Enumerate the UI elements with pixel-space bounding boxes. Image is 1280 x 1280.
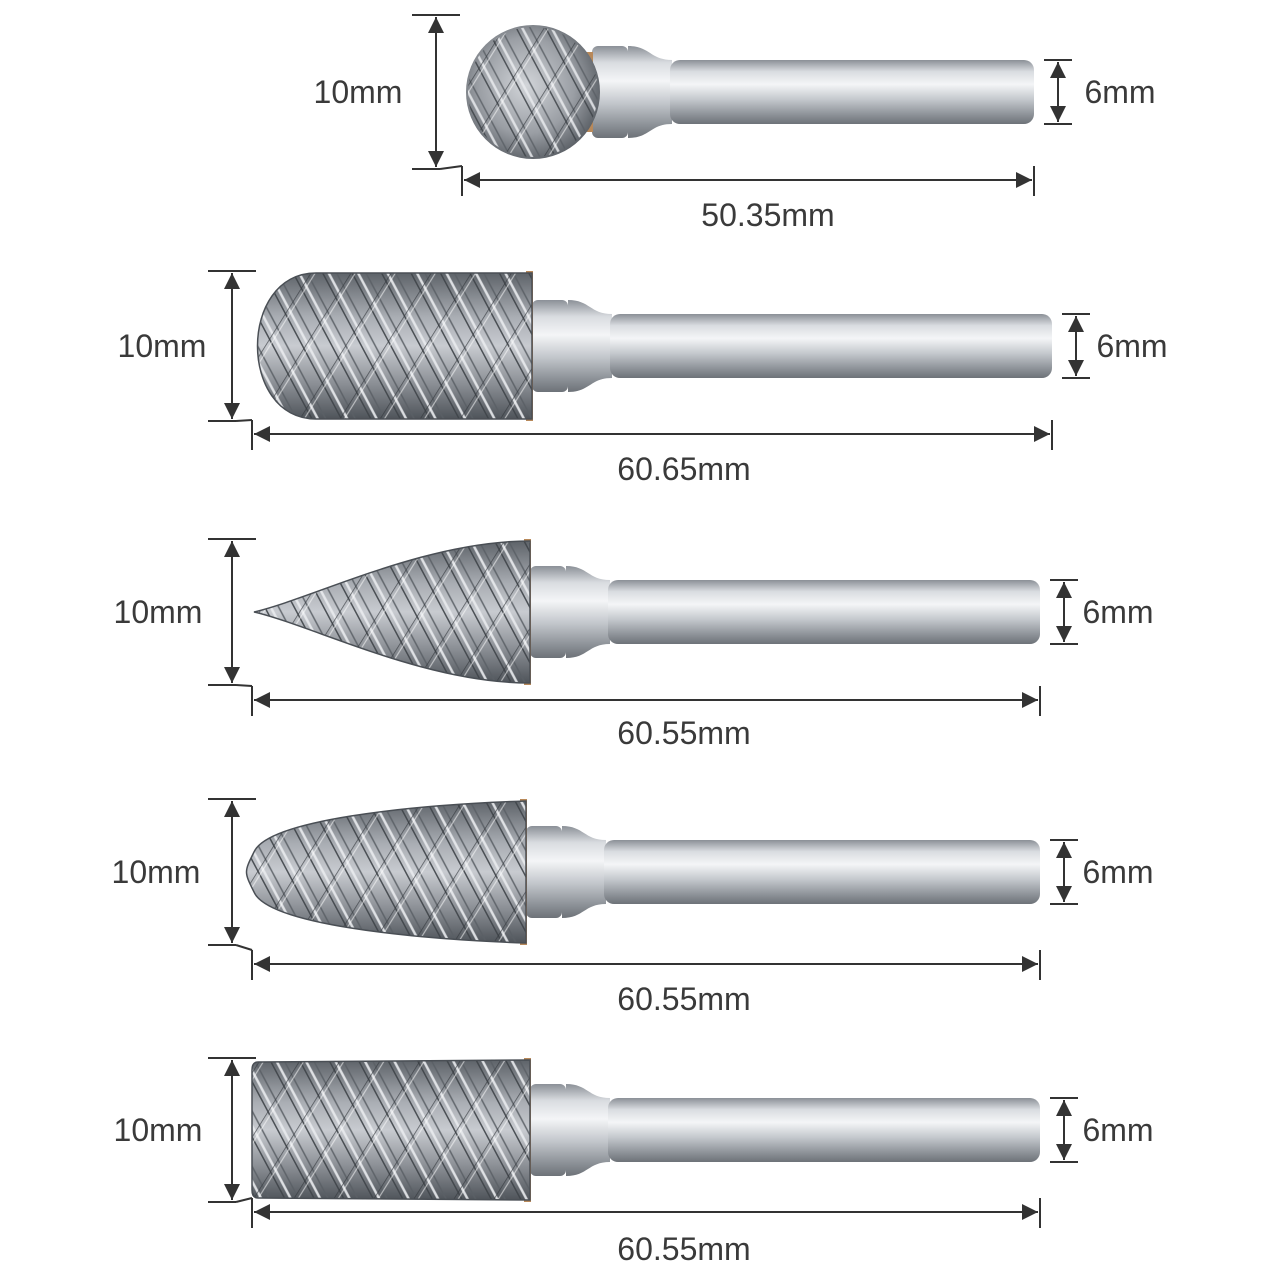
head-diameter-label: 10mm [118,328,207,364]
burr-pointed-tree: 10mm 6mm 60.55mm [114,538,1154,751]
shank [608,1098,1040,1162]
burr-cylinder-ball-nose: 10mm 6mm 60.65mm [118,270,1168,487]
cutting-head-teeth-cross [254,541,530,683]
neck-taper [568,300,612,392]
total-length-label: 60.55mm [617,715,750,751]
cutting-head-teeth-cross [252,1060,530,1200]
neck-taper [562,826,606,918]
cutting-head-teeth-cross [246,801,526,943]
total-length-label: 60.55mm [617,981,750,1017]
collar [530,566,566,658]
cutting-head-outline [253,540,531,684]
total-length-label: 50.35mm [701,197,834,233]
burr-cylinder: 10mm 6mm 60.55mm [114,1057,1154,1267]
cutting-head-outline [245,800,527,944]
shank [670,60,1034,124]
head-diameter-label: 10mm [314,74,403,110]
shank-diameter-label: 6mm [1096,328,1167,364]
neck-taper [628,46,672,138]
collar [526,826,562,918]
head-diameter-label: 10mm [114,594,203,630]
length-dim-connector [235,684,253,687]
shank-diameter-label: 6mm [1082,854,1153,890]
cutting-head-teeth-cross [257,273,532,419]
length-dim-connector [439,165,463,170]
shank-diameter-label: 6mm [1084,74,1155,110]
neck-taper [566,1084,610,1176]
cutting-head-outline [251,1059,531,1201]
shank [610,314,1052,378]
burr-ball: 10mm 6mm 50.35mm [314,14,1156,233]
length-dim-connector [235,1197,253,1203]
collar [530,1084,566,1176]
total-length-label: 60.65mm [617,451,750,487]
ball-head-teeth-cross [468,27,598,157]
total-length-label: 60.55mm [617,1231,750,1267]
burr-tree-radius-end: 10mm 6mm 60.55mm [112,798,1154,1017]
head-diameter-label: 10mm [112,854,201,890]
shank [608,580,1040,644]
shank-diameter-label: 6mm [1082,1112,1153,1148]
cutting-head-outline [256,272,533,420]
length-dim-connector [235,419,253,422]
shank-diameter-label: 6mm [1082,594,1153,630]
collar [532,300,568,392]
head-diameter-label: 10mm [114,1112,203,1148]
shank [604,840,1040,904]
length-dim-connector [235,944,253,951]
neck-taper [566,566,610,658]
collar [592,46,628,138]
